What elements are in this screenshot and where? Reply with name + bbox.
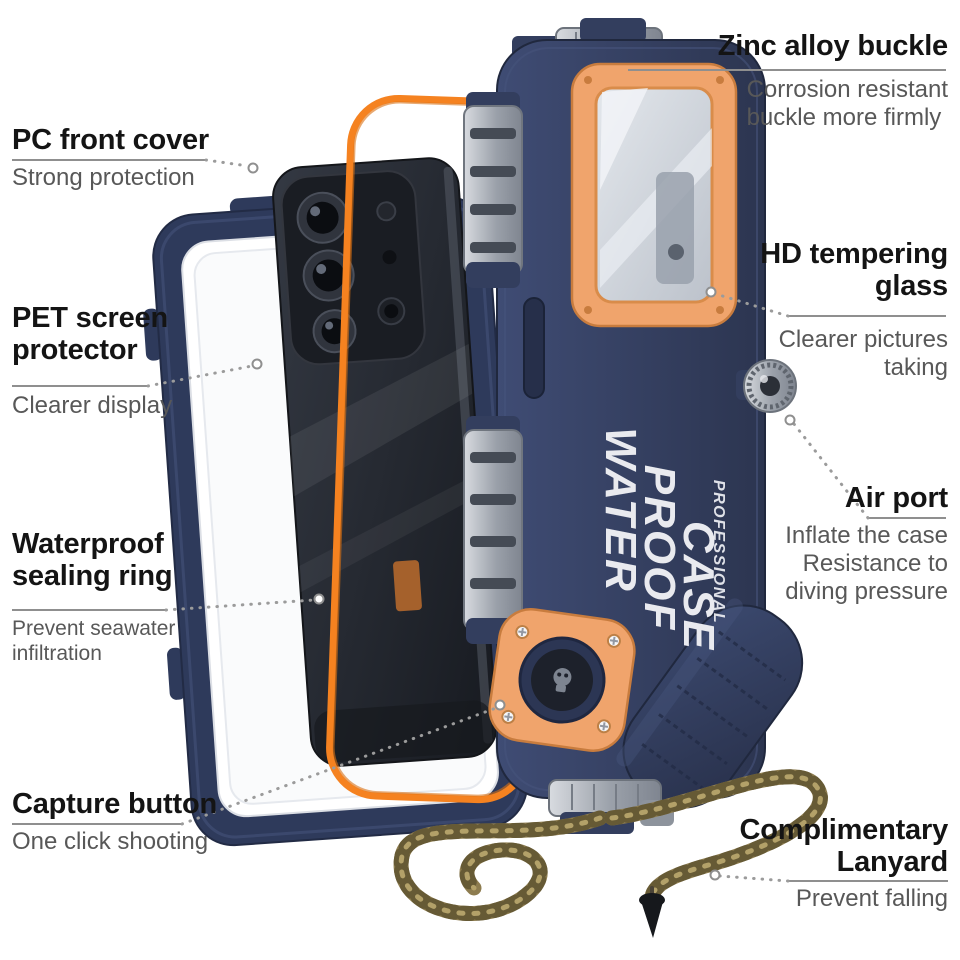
capture-button xyxy=(488,608,636,752)
annotation-desc: Prevent falling xyxy=(795,885,948,912)
annotation-title: Lanyard xyxy=(836,846,949,878)
annotation-title: PET screen xyxy=(12,302,168,334)
annotation-title: protector xyxy=(12,334,138,366)
annotation-desc: Resistance to xyxy=(802,550,948,577)
side-button xyxy=(523,297,545,399)
annotation-title: Zinc alloy buckle xyxy=(717,30,948,62)
annotation-pc-front-cover: PC front cover Strong protection xyxy=(12,124,209,192)
air-port-valve xyxy=(736,359,797,413)
waterproof-case-body: WATER PROOF CASE PROFESSIONAL xyxy=(463,18,804,834)
annotation-title: glass xyxy=(874,270,948,302)
lanyard-bead xyxy=(639,886,665,938)
annotation-desc: buckle more firmly xyxy=(746,104,942,131)
annotation-title: Air port xyxy=(844,482,948,514)
annotation-title: Capture button xyxy=(12,788,218,820)
case-print-proof: PROOF xyxy=(635,465,684,631)
annotation-zinc-alloy-buckle: Zinc alloy buckle Corrosion resistant bu… xyxy=(718,30,948,132)
grip-handle xyxy=(616,598,804,809)
annotation-pet-screen-protector: PET screen protector Clearer display xyxy=(12,302,172,420)
case-print-water: WATER xyxy=(596,427,645,593)
hinge-clasp-bottom xyxy=(463,416,523,644)
annotation-desc: Inflate the case xyxy=(785,522,948,549)
annotation-desc: diving pressure xyxy=(785,578,948,605)
annotation-desc: Prevent seawater xyxy=(12,617,176,640)
annotation-title: Waterproof xyxy=(12,528,164,560)
annotation-complimentary-lanyard: Complimentary Lanyard Prevent falling xyxy=(740,814,949,913)
annotation-title: HD tempering xyxy=(760,238,948,270)
annotation-desc: Corrosion resistant xyxy=(746,76,948,103)
case-print: WATER PROOF CASE PROFESSIONAL xyxy=(596,427,727,651)
annotation-desc: Clearer display xyxy=(12,392,173,419)
camera-module xyxy=(280,170,426,366)
case-print-case: CASE xyxy=(674,521,723,651)
annotation-desc: infiltration xyxy=(12,642,102,665)
annotation-title: Complimentary xyxy=(739,814,949,846)
annotation-hd-tempering-glass: HD tempering glass Clearer pictures taki… xyxy=(760,238,948,382)
lanyard xyxy=(393,769,828,938)
hd-tempering-glass-window xyxy=(570,62,738,328)
case-print-professional: PROFESSIONAL xyxy=(710,480,727,624)
annotation-air-port: Air port Inflate the case Resistance to … xyxy=(785,482,948,606)
annotation-title: sealing ring xyxy=(12,560,173,592)
annotation-desc: One click shooting xyxy=(12,828,209,855)
annotation-desc: Strong protection xyxy=(12,164,195,191)
annotation-capture-button: Capture button One click shooting xyxy=(12,788,217,856)
leader-lines xyxy=(12,69,948,883)
hinge-clasp-top xyxy=(463,92,523,288)
annotation-desc: taking xyxy=(883,354,948,381)
annotation-desc: Clearer pictures xyxy=(778,326,948,353)
annotation-title: PC front cover xyxy=(12,124,210,156)
annotation-waterproof-sealing-ring: Waterproof sealing ring Prevent seawater… xyxy=(12,528,175,666)
